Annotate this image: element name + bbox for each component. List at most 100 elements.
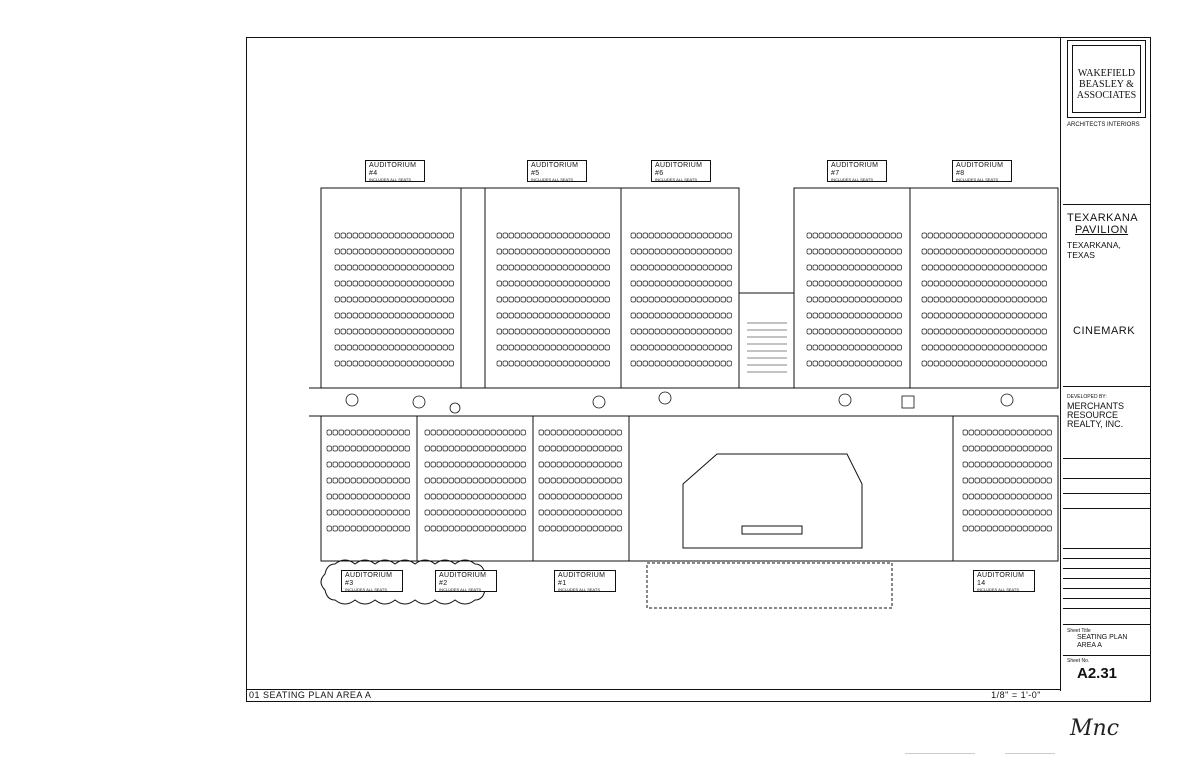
seat	[460, 445, 466, 452]
seat	[672, 264, 678, 271]
seat	[412, 360, 418, 367]
seat	[532, 232, 538, 239]
seat	[616, 477, 622, 484]
seat	[556, 344, 562, 351]
seat	[386, 445, 392, 452]
seat	[951, 264, 957, 271]
seat	[878, 360, 884, 367]
seat	[538, 232, 544, 239]
seat	[884, 264, 890, 271]
seat	[975, 296, 981, 303]
auditorium-14-label: AUDITORIUM 14 INCLUDES ALL SEATS	[973, 570, 1035, 592]
seat	[636, 344, 642, 351]
seat	[974, 445, 980, 452]
seat	[404, 509, 410, 516]
seat	[436, 509, 442, 516]
handwritten-signature: Mnc	[1070, 716, 1120, 741]
seat	[332, 493, 338, 500]
seat	[830, 328, 836, 335]
seat	[636, 360, 642, 367]
seat	[806, 360, 812, 367]
seat	[818, 248, 824, 255]
seat	[460, 477, 466, 484]
seat	[642, 280, 648, 287]
seat	[610, 461, 616, 468]
seat	[334, 328, 340, 335]
seat	[830, 312, 836, 319]
seat	[532, 296, 538, 303]
seat	[436, 344, 442, 351]
seat	[382, 296, 388, 303]
seat	[951, 360, 957, 367]
seat	[945, 232, 951, 239]
seat	[406, 312, 412, 319]
seat	[508, 445, 514, 452]
seat	[356, 477, 362, 484]
seat	[642, 344, 648, 351]
seat	[1010, 509, 1016, 516]
seat	[356, 493, 362, 500]
seat	[1035, 312, 1041, 319]
seat	[412, 296, 418, 303]
seat	[1023, 312, 1029, 319]
seat	[1017, 232, 1023, 239]
seat	[592, 477, 598, 484]
seat	[412, 328, 418, 335]
seat	[1022, 477, 1028, 484]
seat	[642, 232, 648, 239]
firm-tagline: ARCHITECTS INTERIORS	[1067, 122, 1140, 128]
seat	[574, 248, 580, 255]
seat	[998, 429, 1004, 436]
seat	[726, 344, 732, 351]
seat	[975, 280, 981, 287]
seat	[424, 493, 430, 500]
seat	[806, 296, 812, 303]
seat	[1011, 232, 1017, 239]
seat	[574, 312, 580, 319]
seat	[442, 312, 448, 319]
seat	[854, 296, 860, 303]
seat	[436, 445, 442, 452]
seat	[969, 328, 975, 335]
seat	[896, 264, 902, 271]
seat	[1029, 344, 1035, 351]
seat	[1035, 360, 1041, 367]
seat	[866, 296, 872, 303]
seat	[520, 461, 526, 468]
seat	[358, 296, 364, 303]
seat	[951, 312, 957, 319]
seat	[818, 232, 824, 239]
seat	[726, 264, 732, 271]
seat	[424, 232, 430, 239]
seat	[502, 328, 508, 335]
seat	[648, 360, 654, 367]
seat	[830, 264, 836, 271]
seat	[999, 280, 1005, 287]
seat	[448, 296, 454, 303]
seat	[448, 312, 454, 319]
seat	[350, 509, 356, 516]
seat	[472, 525, 478, 532]
seat	[860, 232, 866, 239]
seat	[496, 509, 502, 516]
seat	[454, 477, 460, 484]
seat	[992, 445, 998, 452]
seat	[714, 264, 720, 271]
lower-auditorium-14-room	[952, 415, 1059, 562]
seat	[1016, 525, 1022, 532]
seat	[346, 264, 352, 271]
sheet-title: SEATING PLAN AREA A	[1077, 634, 1128, 649]
seat	[1041, 232, 1047, 239]
seat	[370, 280, 376, 287]
seat	[1040, 509, 1046, 516]
seat	[610, 493, 616, 500]
seat	[550, 493, 556, 500]
seat	[364, 360, 370, 367]
seat	[884, 232, 890, 239]
seat	[866, 232, 872, 239]
seat	[350, 461, 356, 468]
seat	[352, 296, 358, 303]
seat	[842, 296, 848, 303]
seat	[708, 328, 714, 335]
seat	[812, 312, 818, 319]
